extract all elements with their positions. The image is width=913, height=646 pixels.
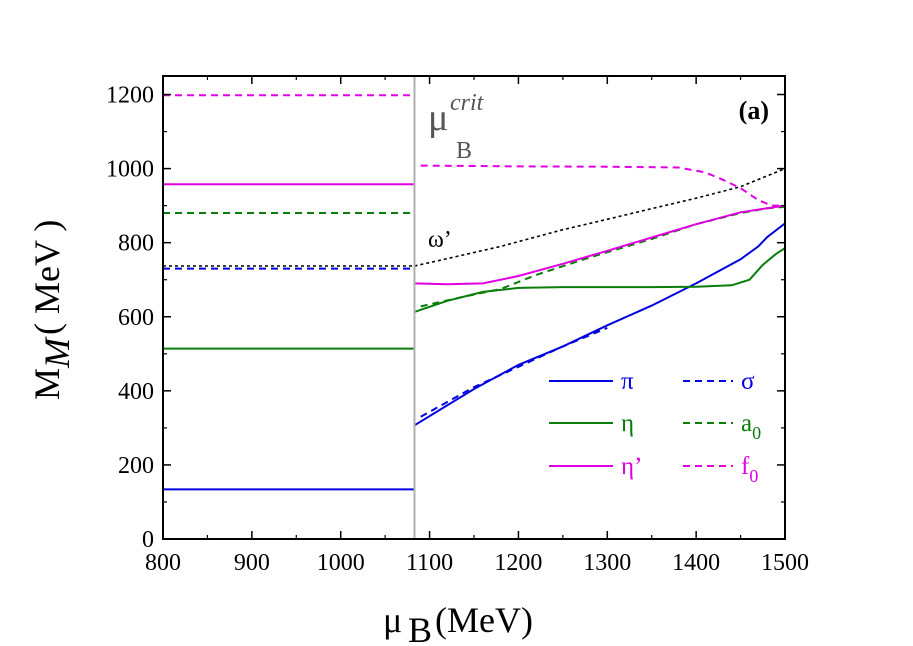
legend-dashed-label: σ	[741, 368, 755, 395]
series-layer	[163, 94, 785, 491]
legend-solid-label: π	[621, 368, 634, 395]
legend-dashed-label: a0	[741, 410, 761, 443]
y-axis-title: M M ( MeV )	[27, 220, 77, 400]
x-tick-label: 1000	[317, 550, 365, 576]
legend-solid-label: η	[621, 410, 634, 437]
omega-prime-label: ω’	[428, 227, 452, 253]
x-tick-label: 1500	[761, 550, 809, 576]
panel-label: (a)	[739, 96, 769, 125]
x-tick-label: 1400	[672, 550, 720, 576]
x-tick-label: 1200	[494, 550, 542, 576]
legend: π σ η a0 η’ f0	[549, 368, 761, 486]
y-tick-label: 0	[142, 527, 154, 553]
y-title-rest: ( MeV )	[27, 220, 67, 344]
y-title-sub: M	[37, 336, 77, 369]
legend-solid-label: η’	[621, 453, 642, 480]
x-tick-label: 800	[145, 550, 181, 576]
crit-label-sub: B	[456, 138, 472, 164]
crit-label-sup: crit	[450, 90, 485, 116]
x-title-rest: (MeV)	[426, 600, 533, 640]
x-tick-label: 1100	[406, 550, 453, 576]
legend-dashed-label: f0	[741, 453, 758, 486]
axis-ticks: 800 900 1000 1100 1200 1300 1400 1500 0 200 400 600…	[106, 76, 809, 576]
y-tick-label: 400	[118, 379, 154, 405]
y-tick-label: 600	[118, 305, 154, 331]
x-tick-label: 900	[234, 550, 270, 576]
y-tick-label: 800	[118, 231, 154, 257]
series-line-5-1	[420, 164, 785, 207]
series-line-2-1	[414, 247, 785, 313]
crit-label-main: μ	[428, 97, 448, 139]
y-title-main: M	[27, 368, 67, 400]
y-tick-label: 200	[118, 453, 154, 479]
plot-frame	[162, 75, 786, 540]
series-line-4-1	[414, 204, 785, 286]
series-line-0-1	[413, 222, 785, 427]
series-line-1-1	[420, 326, 608, 418]
series-line-3-1	[420, 205, 785, 308]
y-tick-label: 1200	[106, 83, 154, 109]
x-axis-title: μ B (MeV)	[383, 600, 533, 646]
series-line-6-1	[414, 167, 785, 267]
x-tick-label: 1300	[583, 550, 631, 576]
x-title-main: μ	[383, 600, 402, 640]
y-tick-label: 1000	[106, 157, 154, 183]
x-title-sub: B	[408, 610, 432, 646]
critical-mu-label: μ crit B	[428, 90, 485, 164]
